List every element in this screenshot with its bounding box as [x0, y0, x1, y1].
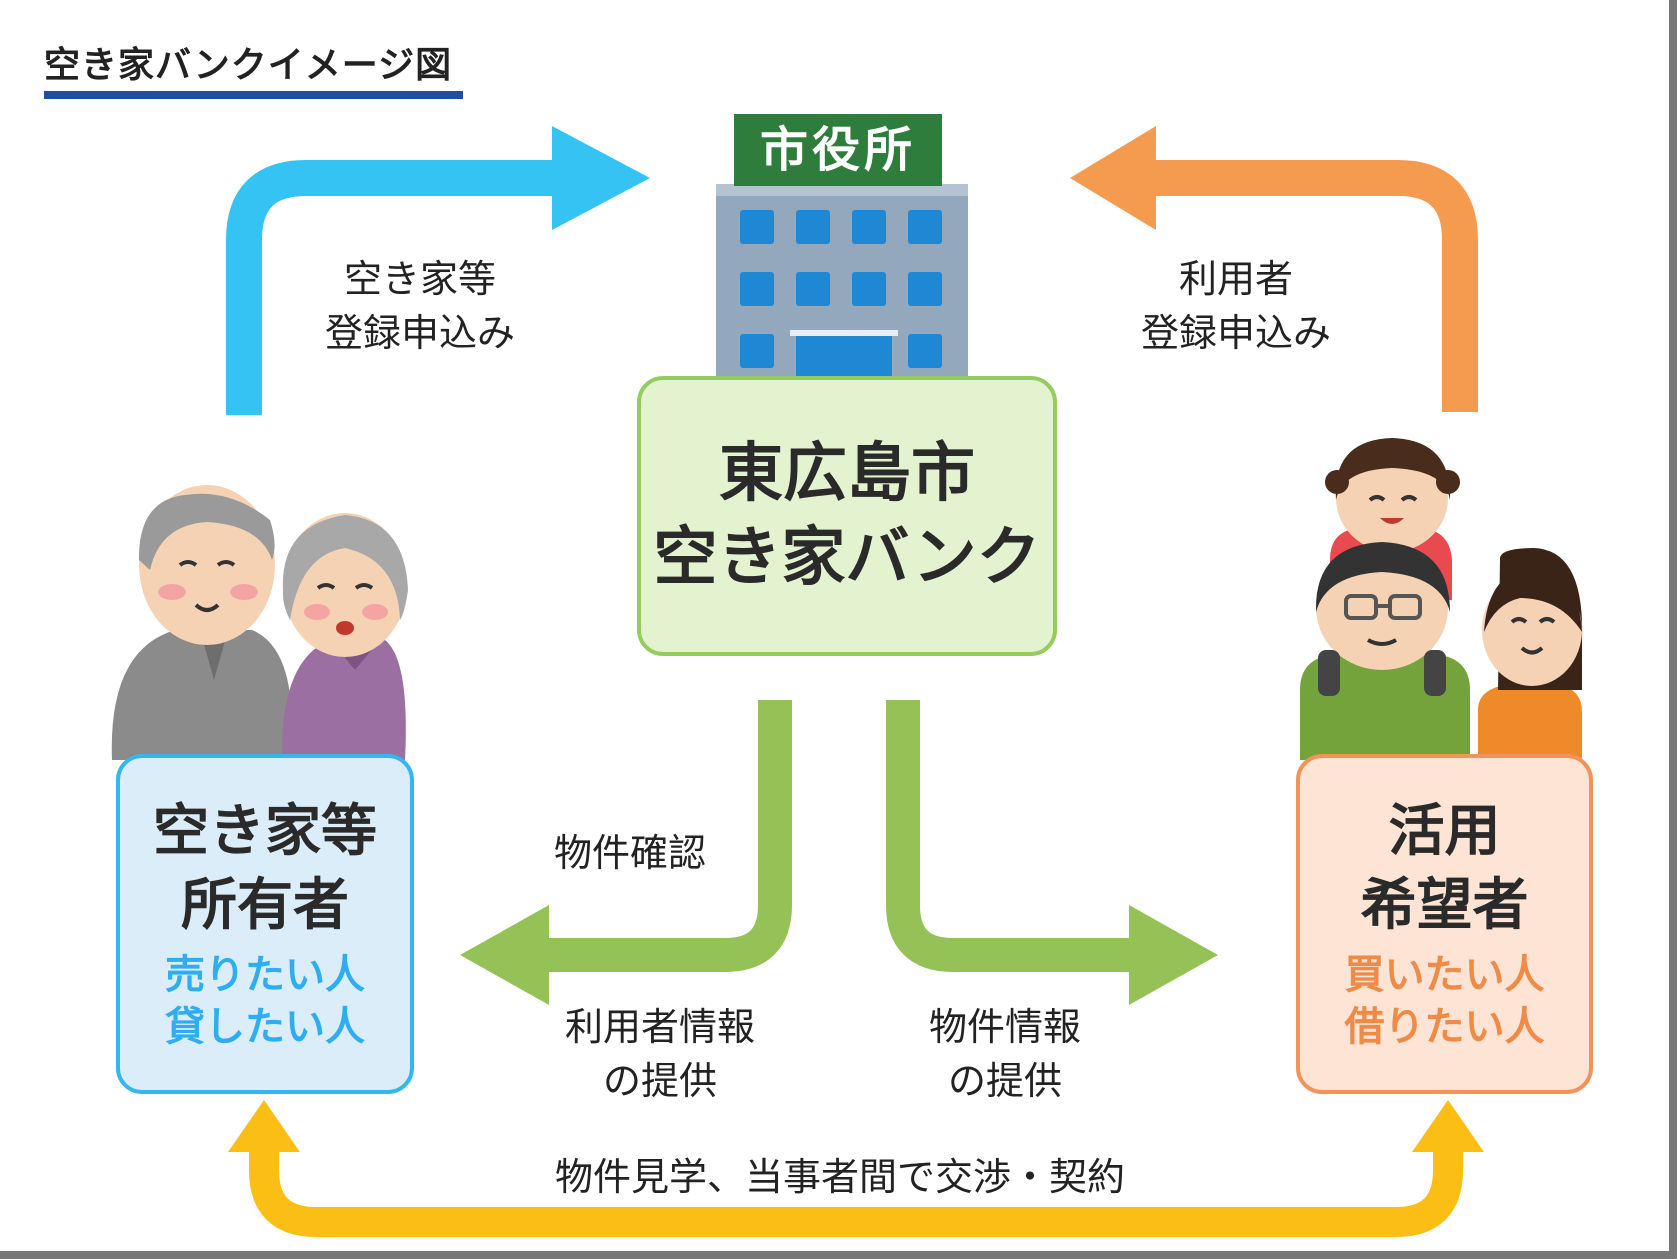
user-title-line2: 希望者 [1360, 873, 1529, 938]
elderly-couple-icon [111, 485, 408, 760]
property-info-line1: 物件情報 [928, 1005, 1081, 1049]
user-register-line2: 登録申込み [1140, 311, 1331, 355]
user-box: 活用 希望者 買いたい人 借りたい人 [1296, 754, 1593, 1094]
title-underline [44, 91, 463, 99]
user-register-label: 利用者 登録申込み [1116, 252, 1356, 360]
user-info-line2: の提供 [602, 1059, 717, 1103]
owner-title-line2: 所有者 [181, 873, 349, 938]
user-info-arrow [460, 700, 792, 1005]
owner-register-label: 空き家等 登録申込み [300, 252, 540, 360]
user-register-arrow [1070, 126, 1478, 412]
bank-name-line2: 空き家バンク [653, 521, 1041, 595]
property-check-label: 物件確認 [553, 831, 706, 875]
negotiation-arrow [228, 1100, 1484, 1237]
property-info-arrow [886, 700, 1218, 1005]
city-hall-building-icon [716, 184, 968, 380]
user-info-label: 利用者情報 の提供 [550, 1000, 770, 1108]
user-title-line1: 活用 [1388, 799, 1501, 864]
owner-register-line1: 空き家等 [343, 257, 496, 301]
property-info-line2: の提供 [947, 1059, 1062, 1103]
negotiation-label: 物件見学、当事者間で交渉・契約 [554, 1155, 1125, 1199]
user-sub-line1: 買いたい人 [1344, 952, 1545, 998]
owner-register-line2: 登録申込み [324, 311, 515, 355]
page-title: 空き家バンクイメージ図 [44, 45, 453, 86]
bank-name-line1: 東広島市 [719, 437, 975, 511]
property-info-label: 物件情報 の提供 [900, 1000, 1110, 1108]
user-info-line1: 利用者情報 [564, 1005, 755, 1049]
owner-sub-line2: 貸したい人 [165, 1004, 365, 1050]
owner-box: 空き家等 所有者 売りたい人 貸したい人 [116, 754, 414, 1094]
akiya-bank-box: 東広島市 空き家バンク [637, 376, 1057, 656]
owner-sub-line1: 売りたい人 [165, 952, 365, 998]
family-icon [1300, 438, 1583, 760]
owner-register-arrow [226, 126, 650, 415]
user-sub-line2: 借りたい人 [1344, 1004, 1545, 1050]
owner-title-line1: 空き家等 [153, 799, 377, 864]
user-register-line1: 利用者 [1178, 257, 1293, 301]
city-hall-sign: 市役所 [734, 114, 942, 186]
